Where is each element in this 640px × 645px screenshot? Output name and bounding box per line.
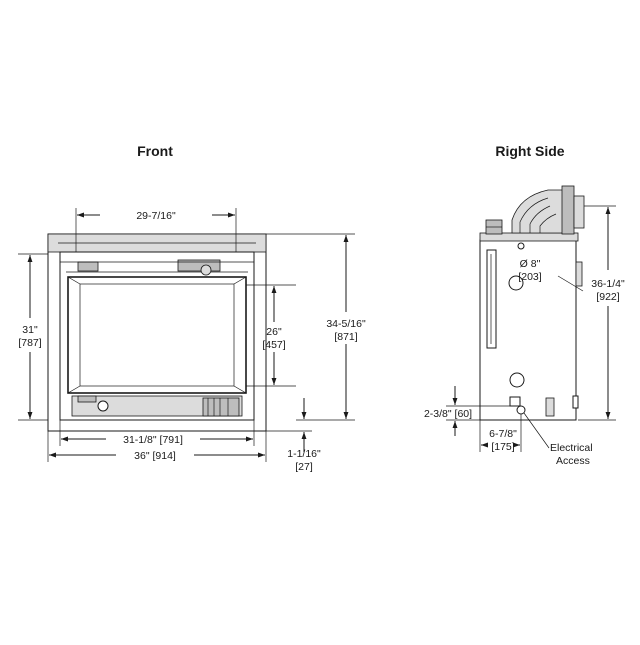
dim-vent-diameter-metric: [203]: [518, 271, 541, 283]
front-top-louver-left: [77, 261, 99, 272]
dim-base-height-metric: [27]: [295, 461, 313, 473]
dim-glass-height-metric: [457]: [262, 339, 285, 351]
front-glass-frame: [67, 276, 247, 394]
dim-access-offset: 6-7/8": [489, 428, 517, 440]
dim-access-height: 2-3/8" [60]: [424, 408, 472, 420]
front-glass-panel: [79, 283, 235, 387]
side-right-bracket: [575, 261, 583, 287]
dim-access-offset-metric: [175]: [491, 441, 514, 453]
side-upper-port: [508, 275, 524, 291]
side-electrical-box: [509, 396, 521, 407]
front-valve-assembly: [202, 397, 240, 417]
side-vent-collar: [561, 185, 575, 235]
front-view: [47, 233, 267, 432]
front-inner-box: [59, 251, 255, 421]
side-dimensions: Ø 8" [203] 36-1/4" [922] 2-3/8" [60] 6-7…: [424, 205, 625, 467]
dim-height-31-metric: [787]: [18, 337, 41, 349]
side-left-slot: [486, 249, 497, 349]
electrical-access-label-line1: Electrical: [550, 442, 593, 454]
side-electrical-knob: [516, 405, 526, 415]
side-lower-port: [509, 372, 525, 388]
dim-overall-height: 34-5/16": [326, 318, 366, 330]
dim-top-inner-width: 29-7/16": [136, 210, 176, 222]
side-bottom-bracket: [545, 397, 555, 417]
side-vent-stub: [573, 195, 585, 229]
electrical-access-label-line2: Access: [556, 455, 590, 467]
dim-bottom-inner-width: 31-1/8" [791]: [123, 434, 183, 446]
side-view: [479, 185, 585, 421]
dim-side-height: 36-1/4": [591, 278, 625, 290]
dim-base-height: 1-1/16": [287, 448, 321, 460]
dim-glass-height: 26": [266, 326, 282, 338]
front-view-title: Front: [137, 143, 173, 159]
front-control-knob: [97, 400, 109, 412]
front-bottom-bracket-left: [77, 395, 97, 403]
dim-side-height-metric: [922]: [596, 291, 619, 303]
dim-overall-height-metric: [871]: [334, 331, 357, 343]
dim-vent-diameter: Ø 8": [520, 258, 541, 270]
front-dimensions: 29-7/16" 31" [787] 26" [457] 34-5/16" [8…: [18, 208, 366, 473]
dim-overall-width: 36" [914]: [134, 450, 176, 462]
front-top-louver-right: [177, 259, 221, 272]
dim-height-31: 31": [22, 324, 38, 336]
front-control-area: [71, 395, 243, 417]
side-view-title: Right Side: [495, 143, 564, 159]
